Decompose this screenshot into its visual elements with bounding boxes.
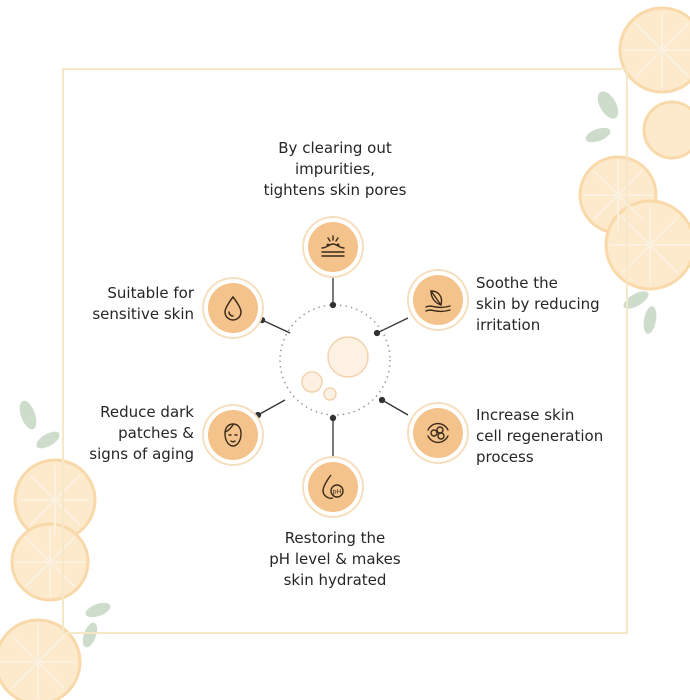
ph-text: pH <box>332 488 341 496</box>
ph-drop-icon: pH <box>308 462 358 512</box>
center-droplets-icon <box>301 336 369 401</box>
leaf-decoration <box>19 91 657 648</box>
benefit-label-regeneration: Increase skin cell regeneration process <box>476 406 604 466</box>
connector-lines <box>254 272 409 460</box>
cell-regeneration-icon <box>413 408 463 458</box>
benefit-label-pores: By clearing out impurities, tightens ski… <box>263 139 407 199</box>
benefit-label-soothe: Soothe the skin by reducing irritation <box>476 274 600 334</box>
face-icon <box>208 410 258 460</box>
feather-skin-icon <box>413 275 463 325</box>
benefit-label-aging: Reduce dark patches & signs of aging <box>89 403 194 463</box>
benefit-label-sensitive: Suitable for sensitive skin <box>92 284 194 323</box>
drop-icon <box>208 283 258 333</box>
content-frame <box>62 68 628 634</box>
benefit-label-ph: Restoring the pH level & makes skin hydr… <box>269 529 401 589</box>
orange-slice-segments <box>0 12 690 699</box>
skin-pores-icon <box>308 222 358 272</box>
